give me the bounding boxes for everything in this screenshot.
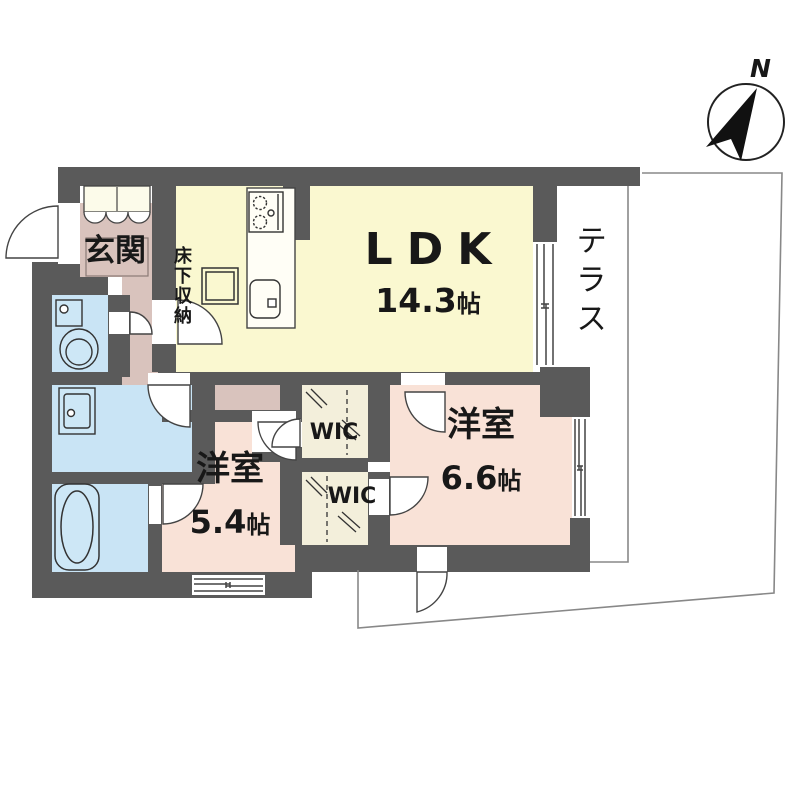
wic-lower-marks <box>305 476 361 542</box>
wic-upper-floor <box>302 385 368 458</box>
wic-lower-door-arc <box>389 476 429 516</box>
underfloor-storage-label: 床下収納 <box>171 246 192 326</box>
bedroom-a-window <box>194 578 263 592</box>
toilet-door-arc <box>129 311 153 335</box>
wic-upper-marks <box>305 388 361 455</box>
bedroom-b-area-label: 6.6帖 <box>440 459 522 497</box>
vanity-sink-fixture <box>58 387 96 435</box>
kitchen-sink <box>249 279 281 319</box>
wic-upper-door-arc <box>271 418 301 448</box>
ldk-floor <box>168 186 533 372</box>
door-arcs <box>5 205 448 613</box>
gas-stove <box>248 191 284 233</box>
toilet-fixture <box>55 299 99 370</box>
exterior-door-arc <box>416 571 448 613</box>
property-boundary-line <box>357 172 783 629</box>
ldk-label: LDK <box>364 224 506 275</box>
compass-arrow <box>706 88 757 161</box>
wic-lower-floor <box>302 472 368 545</box>
wic-upper-label: WIC <box>309 420 359 445</box>
genkan-details <box>83 185 151 277</box>
bathtub-fixture <box>54 483 100 571</box>
bedroom-b-window <box>574 419 586 516</box>
entrance-door-opening <box>58 203 80 264</box>
underfloor-storage-hatch <box>201 267 239 305</box>
ldk-area-label: 14.3帖 <box>375 281 481 320</box>
bathroom-door-arc <box>162 483 204 525</box>
compass <box>706 83 785 161</box>
terrace-boundary-line <box>590 186 629 563</box>
bedroom-a-area-label: 5.4帖 <box>189 503 271 541</box>
closet-scallops <box>83 211 151 224</box>
bedroom-b-door-arc <box>404 391 446 433</box>
compass-north-label: N <box>750 54 771 83</box>
ldk-door-arc <box>177 299 223 345</box>
window-symbols <box>194 244 586 592</box>
bedroom-b-label: 洋室 <box>447 405 515 445</box>
kitchen-fixtures <box>201 187 296 329</box>
walls <box>32 167 640 598</box>
wic-lower-label: WIC <box>327 484 377 509</box>
entrance-door-arc <box>5 205 59 259</box>
bedroom-a-window-opening <box>192 575 265 595</box>
ldk-terrace-window <box>536 244 554 365</box>
genkan-label: 玄関 <box>84 233 146 269</box>
bedroom-a-label: 洋室 <box>196 449 264 489</box>
washroom-door-arc <box>147 384 191 428</box>
bedroom-b-window-opening <box>572 417 588 518</box>
terrace-label: テラス <box>570 224 606 341</box>
genkan-step-line <box>85 237 149 277</box>
site-boundary-lines <box>357 172 783 629</box>
